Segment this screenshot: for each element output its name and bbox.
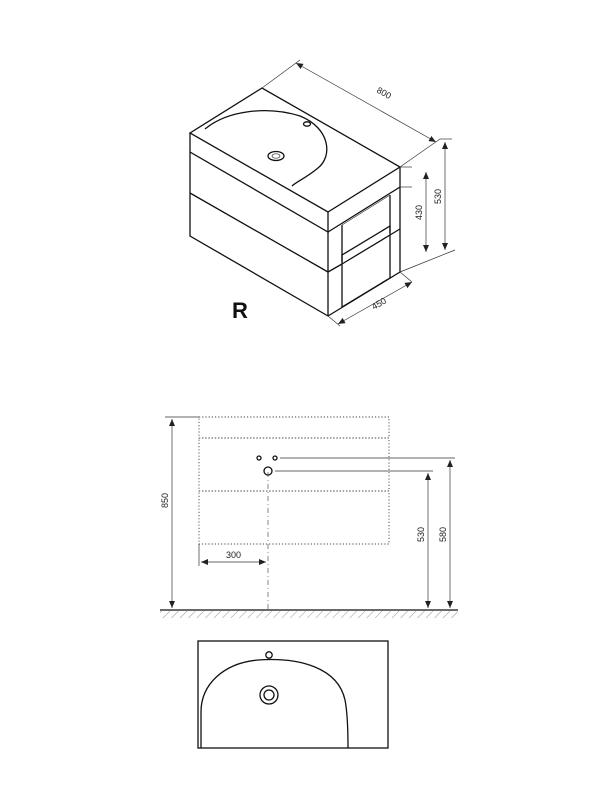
front-view: 850 530 580 300 bbox=[160, 416, 458, 618]
dim-tap-height-label: 580 bbox=[438, 527, 448, 542]
dim-cabinet-height-label: 430 bbox=[414, 205, 424, 220]
top-view-basin-outline bbox=[200, 658, 349, 749]
top-view-drain-icon bbox=[259, 685, 279, 705]
dim-floor-total-label: 850 bbox=[160, 493, 170, 508]
side-label: R bbox=[232, 298, 248, 323]
iso-cabinet-front bbox=[189, 152, 329, 317]
dim-width-label: 800 bbox=[375, 85, 393, 101]
front-top-slab bbox=[198, 416, 390, 439]
dim-offset-label: 300 bbox=[226, 550, 241, 560]
top-view-tap-hole-icon bbox=[265, 651, 273, 659]
floor-hatch bbox=[160, 611, 458, 618]
iso-drain-icon bbox=[267, 150, 285, 162]
iso-top-front-edge bbox=[189, 133, 329, 234]
top-view-outline bbox=[197, 640, 389, 749]
iso-tap-hole-icon bbox=[302, 121, 312, 127]
front-tap-hole-icon bbox=[256, 455, 262, 461]
front-tap-hole-icon bbox=[272, 455, 278, 461]
iso-open-shelf bbox=[327, 187, 401, 317]
top-view bbox=[197, 640, 389, 749]
dim-drain-height-label: 530 bbox=[416, 527, 426, 542]
isometric-view: 800 430 530 450 R bbox=[188, 59, 456, 327]
iso-top-surface bbox=[188, 87, 402, 213]
dim-depth-label: 450 bbox=[370, 296, 388, 312]
iso-top-right-edge bbox=[327, 167, 401, 233]
dim-total-height-label: 530 bbox=[433, 189, 443, 204]
front-drawer bbox=[198, 490, 390, 545]
front-basin-zone bbox=[198, 437, 390, 492]
iso-drawer-divider bbox=[189, 192, 329, 273]
